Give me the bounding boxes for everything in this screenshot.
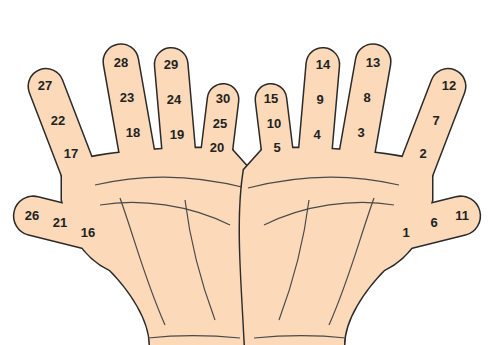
callout-number: 5 [273,141,280,154]
callout-number: 19 [170,128,184,141]
callout-number: 28 [114,56,128,69]
callout-number: 15 [264,92,278,105]
callout-number: 8 [363,91,370,104]
right-hand [240,42,484,345]
callout-number: 24 [167,93,181,106]
callout-number: 4 [313,128,320,141]
callout-number: 6 [430,216,437,229]
callout-number: 29 [164,58,178,71]
callout-number: 16 [81,226,95,239]
callout-number: 1 [402,226,409,239]
callout-number: 30 [216,92,230,105]
callout-number: 26 [25,209,39,222]
callout-number: 21 [53,216,67,229]
callout-number: 12 [442,79,456,92]
callout-number: 2 [419,147,426,160]
callout-number: 13 [366,56,380,69]
callout-number: 10 [267,117,281,130]
callout-number: 7 [432,114,439,127]
callout-number: 23 [120,91,134,104]
callout-number: 17 [64,147,78,160]
callout-number: 22 [51,114,65,127]
callout-number: 9 [316,93,323,106]
callout-number: 18 [126,126,140,139]
callout-number: 20 [210,141,224,154]
callout-number: 11 [455,209,469,222]
callout-number: 25 [213,117,227,130]
callout-number: 27 [38,79,52,92]
callout-number: 14 [316,58,330,71]
callout-number: 3 [357,126,364,139]
left-hand [10,42,254,345]
